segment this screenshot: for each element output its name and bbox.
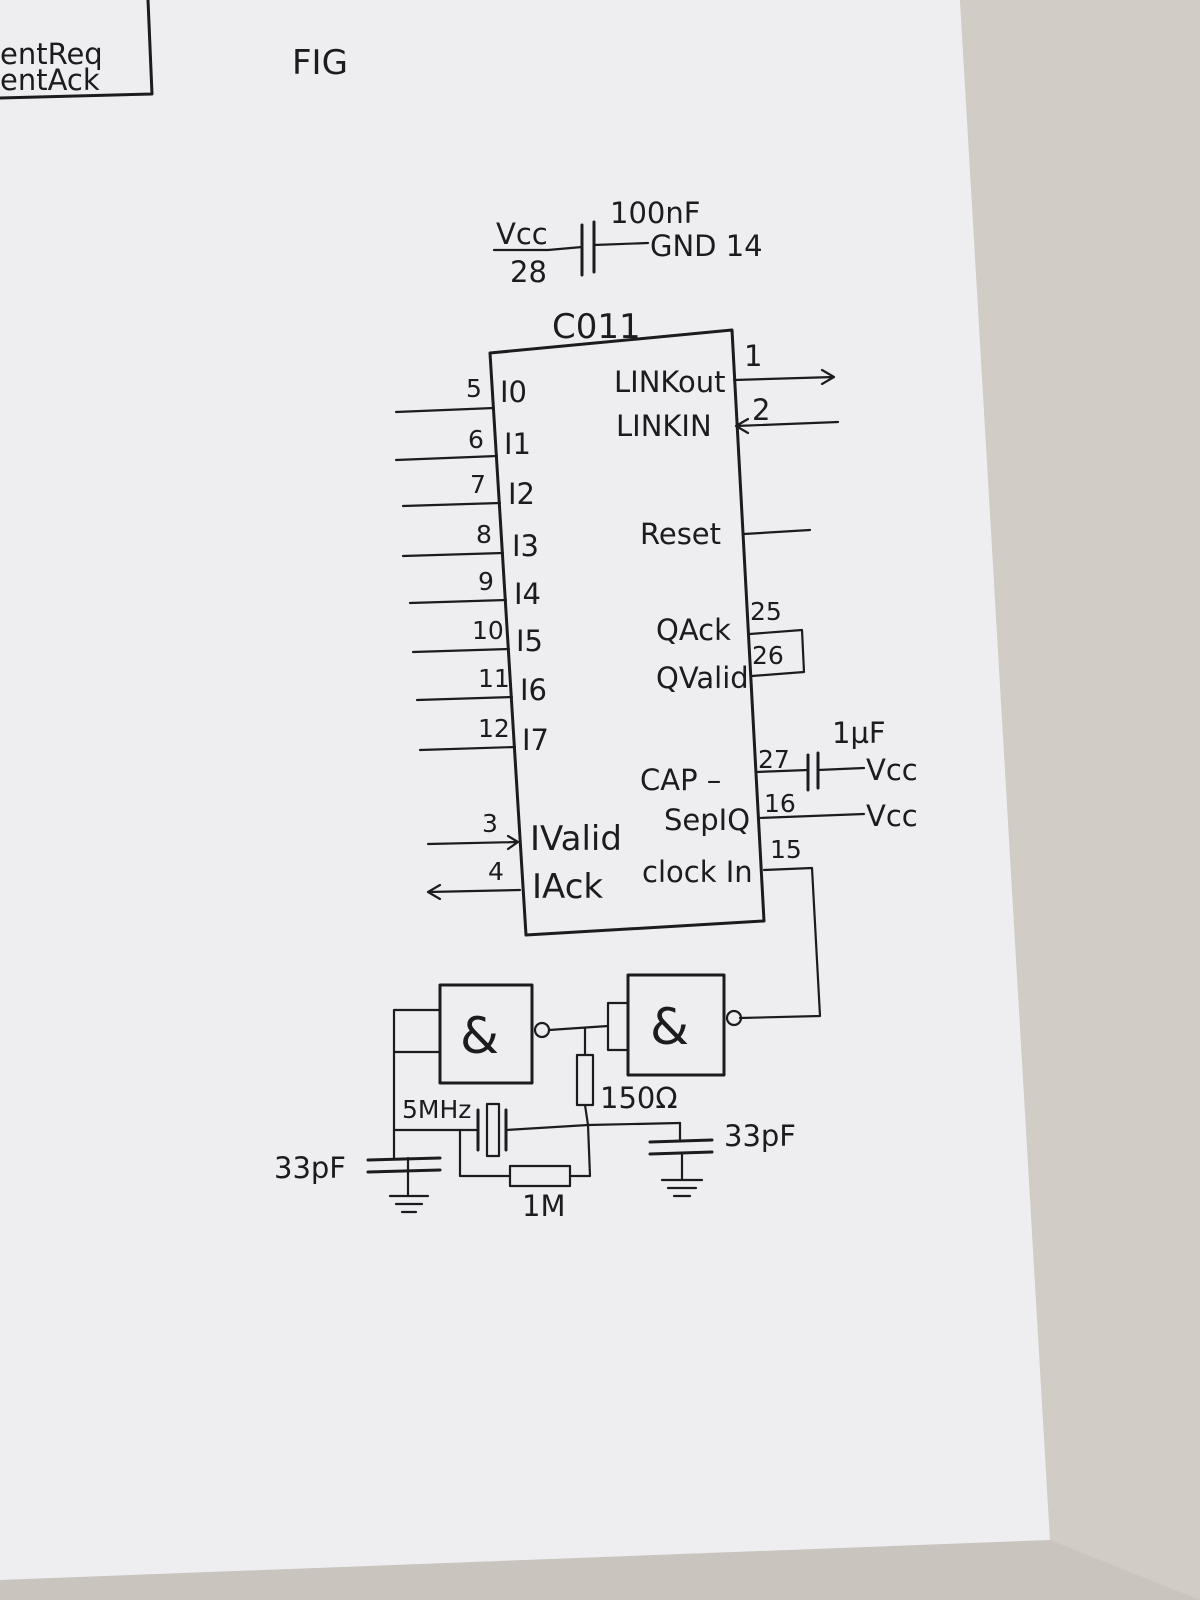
label-i5: I5	[516, 624, 543, 658]
label-i6: I6	[520, 673, 547, 707]
pin-number-2: 2	[752, 393, 770, 427]
chip-c011: C011	[488, 307, 766, 937]
pin-number-1: 1	[744, 339, 762, 373]
sepiq-pin: SepIQ 16 Vcc	[664, 789, 918, 837]
pin-number-5: 5	[466, 374, 482, 403]
decoupling-cap-label: 100nF	[610, 196, 700, 230]
label-i1: I1	[504, 427, 531, 461]
gate-2-symbol: &	[650, 998, 689, 1056]
label-reset: Reset	[640, 517, 721, 551]
sepiq-vcc-label: Vcc	[866, 799, 918, 833]
cap-left-label: 33pF	[274, 1151, 346, 1185]
label-i4: I4	[514, 577, 541, 611]
paper-shadow	[960, 0, 1200, 1600]
reset-pin: Reset	[640, 517, 812, 551]
pin-number-25: 25	[750, 597, 782, 626]
crystal-label: 5MHz	[402, 1095, 471, 1124]
label-qack: QAck	[656, 613, 731, 647]
input-pin-numbers: 5 6 7 8 9 10 11 12	[466, 374, 510, 743]
ivalid-arrow	[426, 834, 520, 851]
cap-pin: CAP – 27 1µF Vcc	[640, 716, 918, 797]
linkout-arrow	[732, 368, 836, 386]
pin-number-6: 6	[468, 425, 484, 454]
qack-qvalid-pins: QAck 25 QValid 26	[656, 597, 806, 695]
label-ivalid: IValid	[530, 819, 622, 859]
vcc-pin-label: 28	[510, 255, 547, 289]
vcc-label: Vcc	[496, 217, 548, 251]
input-pin-lines	[394, 406, 517, 752]
label-linkout: LINKout	[614, 365, 725, 399]
resistor-1m-label: 1M	[522, 1189, 565, 1223]
ivalid-iack-pins: 3 IValid 4 IAck	[426, 809, 622, 907]
ground-right	[660, 1152, 704, 1198]
cap-right-label: 33pF	[724, 1119, 796, 1153]
chip-body	[488, 328, 766, 937]
linkin-arrow	[734, 417, 840, 435]
pin-number-9: 9	[478, 567, 494, 596]
gate-2-bubble	[725, 1009, 743, 1027]
oscillator-circuit: & & 150Ω 5MHz 1M 33pF 33pF	[274, 973, 796, 1223]
label-iack: IAck	[532, 867, 603, 907]
label-i3: I3	[512, 529, 539, 563]
fig-label: FIG	[292, 43, 348, 83]
pin-number-4: 4	[488, 857, 504, 886]
label-cap: CAP –	[640, 763, 721, 797]
gnd-label: GND 14	[650, 229, 763, 263]
pin-number-7: 7	[470, 470, 486, 499]
pin-number-27: 27	[758, 745, 790, 774]
pin-number-26: 26	[752, 641, 784, 670]
corner-box-line1: entReq	[0, 37, 103, 71]
resistor-150-label: 150Ω	[600, 1081, 678, 1115]
cap-vcc-label: Vcc	[866, 753, 918, 787]
qack-qvalid-loop	[748, 628, 806, 678]
label-linkin: LINKIN	[616, 409, 712, 443]
pin-number-16: 16	[764, 789, 796, 818]
ground-left	[388, 1170, 430, 1214]
gate-1-input-wire	[392, 1008, 442, 1132]
pin-number-11: 11	[478, 664, 510, 693]
corner-box: entReq entAck	[0, 0, 154, 100]
corner-box-line2: entAck	[0, 63, 100, 97]
input-labels: I0 I1 I2 I3 I4 I5 I6 I7	[500, 375, 549, 757]
pin-number-15: 15	[770, 835, 802, 864]
pin-number-3: 3	[482, 809, 498, 838]
gate-2-input-wire	[547, 1001, 630, 1052]
label-i0: I0	[500, 375, 527, 409]
label-qvalid: QValid	[656, 661, 749, 695]
label-i2: I2	[508, 477, 535, 511]
pin-number-12: 12	[478, 714, 510, 743]
pin-number-10: 10	[472, 616, 504, 645]
decoupling-capacitor: Vcc 28 100nF GND 14	[492, 196, 763, 289]
crystal-5mhz	[485, 1102, 501, 1158]
label-sepiq: SepIQ	[664, 803, 750, 837]
clockin-pin: clock In 15	[642, 835, 822, 1020]
label-i7: I7	[522, 723, 549, 757]
gate-1-symbol: &	[460, 1007, 499, 1065]
paper-sheet	[0, 0, 1050, 1580]
nand-gate-1	[438, 983, 534, 1085]
nand-gate-2	[626, 973, 726, 1077]
link-pins: LINKout 1 LINKIN 2	[614, 339, 840, 443]
pin-number-8: 8	[476, 520, 492, 549]
label-clockin: clock In	[642, 855, 753, 889]
cap-1uf-label: 1µF	[832, 716, 886, 750]
clock-wire	[738, 866, 822, 1020]
iack-arrow	[426, 883, 522, 901]
